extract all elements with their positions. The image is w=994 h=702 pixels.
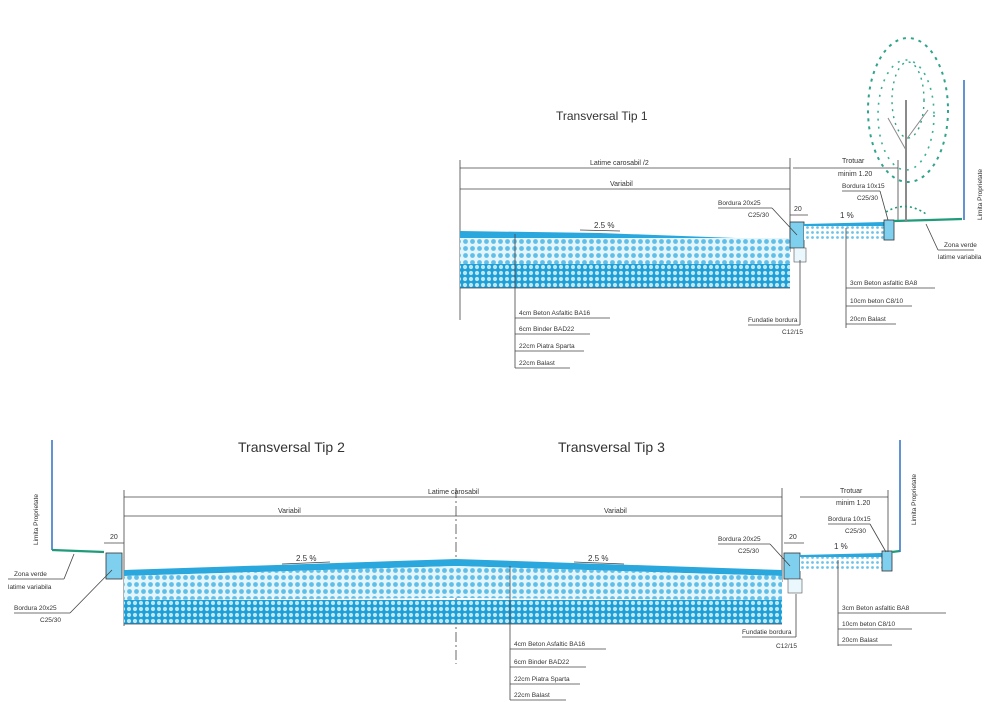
tip3-curb-class: C25/30 <box>738 548 759 555</box>
tip1-green-label: Zona verde <box>944 242 977 249</box>
tip1-base-layer <box>460 238 790 264</box>
tip23-slope-left: 2.5 % <box>296 554 316 563</box>
tip23-width-var-left: Variabil <box>278 508 301 515</box>
tip1-layer-3: 22cm Piatra Sparta <box>519 343 575 350</box>
tip1-width-var: Variabil <box>610 181 633 188</box>
tip3-sw-layer-2: 10cm beton C8/10 <box>842 621 896 628</box>
tip2-gap-left: 20 <box>110 534 118 541</box>
tip23-layer-1: 4cm Beton Asfaltic BA16 <box>514 641 586 648</box>
tip3-slope-sidewalk: 1 % <box>834 542 848 551</box>
tip1-sw-layer-3: 20cm Balast <box>850 316 886 323</box>
tip1-sidewalk-layers-callout: 3cm Beton asfaltic BA8 10cm beton C8/10 … <box>846 280 935 325</box>
tip23-subbase-layer <box>124 600 782 624</box>
tip1-sidewalk-base <box>804 226 884 240</box>
title-tip1: Transversal Tip 1 <box>556 109 648 123</box>
tip1-sidewalk-top: Trotuar <box>842 158 865 165</box>
tip23-layer-3: 22cm Piatra Sparta <box>514 676 570 683</box>
tip3-small-curb-label: Bordura 10x15 <box>828 516 871 523</box>
tip1-sw-layer-2: 10cm beton C8/10 <box>850 298 904 305</box>
section-tip1: Transversal Tip 1 Latime carosabil /2 Va… <box>459 37 984 369</box>
tip1-small-curb-label: Bordura 10x15 <box>842 183 885 190</box>
tip3-small-curb-class: C25/30 <box>845 528 866 535</box>
tip23-asphalt <box>124 559 782 576</box>
tip2-grass <box>51 548 105 554</box>
tip1-layer-4: 22cm Balast <box>519 360 555 367</box>
tip2-curb-class: C25/30 <box>40 617 61 624</box>
tip23-base-layer <box>124 566 782 600</box>
tip2-property-text: Limita Proprietate <box>33 494 40 545</box>
tip3-sidewalk-bottom: minim 1.20 <box>836 500 870 507</box>
tip1-sidewalk-bottom: minim 1.20 <box>838 171 872 178</box>
tip2-green-label: Zona verde <box>14 571 47 578</box>
tip23-layer-2: 6cm Binder BAD22 <box>514 659 570 666</box>
tip1-subbase-layer <box>460 264 790 288</box>
tip3-sidewalk-layers-callout: 3cm Beton asfaltic BA8 10cm beton C8/10 … <box>838 605 946 646</box>
tip1-foundation-class: C12/15 <box>782 329 803 336</box>
tip1-property-text: Limita Proprietate <box>977 169 984 220</box>
tip1-curb-gap: 20 <box>794 206 802 213</box>
tip1-slope-sidewalk: 1 % <box>840 211 854 220</box>
tip1-layer-2: 6cm Binder BAD22 <box>519 326 575 333</box>
tip23-slope-right: 2.5 % <box>588 554 608 563</box>
tip1-curb-label: Bordura 20x25 <box>718 200 761 207</box>
tip2-green-sub: latime variabila <box>8 584 52 591</box>
tip23-layer-4: 22cm Balast <box>514 692 550 699</box>
tip1-small-curb <box>883 219 895 241</box>
tip1-sw-layer-1: 3cm Beton asfaltic BA8 <box>850 280 918 287</box>
tip1-road-layers-callout: 4cm Beton Asfaltic BA16 6cm Binder BAD22… <box>515 310 610 369</box>
tip3-curb <box>783 552 801 580</box>
tip3-foundation-label: Fundatie bordura <box>742 629 792 636</box>
tip3-gap-right: 20 <box>789 534 797 541</box>
tip3-foundation-class: C12/15 <box>776 643 797 650</box>
tip1-foundation-label: Fundatie bordura <box>748 317 798 324</box>
tip1-layer-1: 4cm Beton Asfaltic BA16 <box>519 310 591 317</box>
tip1-curb-foundation <box>793 247 807 263</box>
tip23-width-var-right: Variabil <box>604 508 627 515</box>
tip2-curb <box>105 552 123 580</box>
tip3-sw-layer-3: 20cm Balast <box>842 637 878 644</box>
tip23-width-total: Latime carosabil <box>428 489 479 496</box>
section-tip2-tip3: Transversal Tip 2 Transversal Tip 3 Limi… <box>8 439 946 701</box>
tip1-curb-class: C25/30 <box>748 212 769 219</box>
tip23-road-layers-callout: 4cm Beton Asfaltic BA16 6cm Binder BAD22… <box>510 641 606 701</box>
tip3-sidewalk-base <box>800 557 882 571</box>
tip3-sw-layer-1: 3cm Beton asfaltic BA8 <box>842 605 910 612</box>
tip1-grass <box>893 217 963 223</box>
tip3-curb-foundation <box>787 578 803 594</box>
tree-icon <box>867 37 949 222</box>
tip3-property-text: Limita Proprietate <box>911 474 918 525</box>
title-tip3: Transversal Tip 3 <box>558 439 665 455</box>
tip1-slope-road: 2.5 % <box>594 221 614 230</box>
tip3-small-curb <box>881 550 893 572</box>
tip1-green-sub: latime variabila <box>938 254 982 261</box>
tip3-grass <box>891 549 901 554</box>
tip1-small-curb-class: C25/30 <box>857 195 878 202</box>
tip3-curb-label: Bordura 20x25 <box>718 536 761 543</box>
tip2-curb-label: Bordura 20x25 <box>14 605 57 612</box>
tip3-sidewalk-top: Trotuar <box>840 488 863 495</box>
title-tip2: Transversal Tip 2 <box>238 439 345 455</box>
tip1-width-total: Latime carosabil /2 <box>590 160 649 167</box>
